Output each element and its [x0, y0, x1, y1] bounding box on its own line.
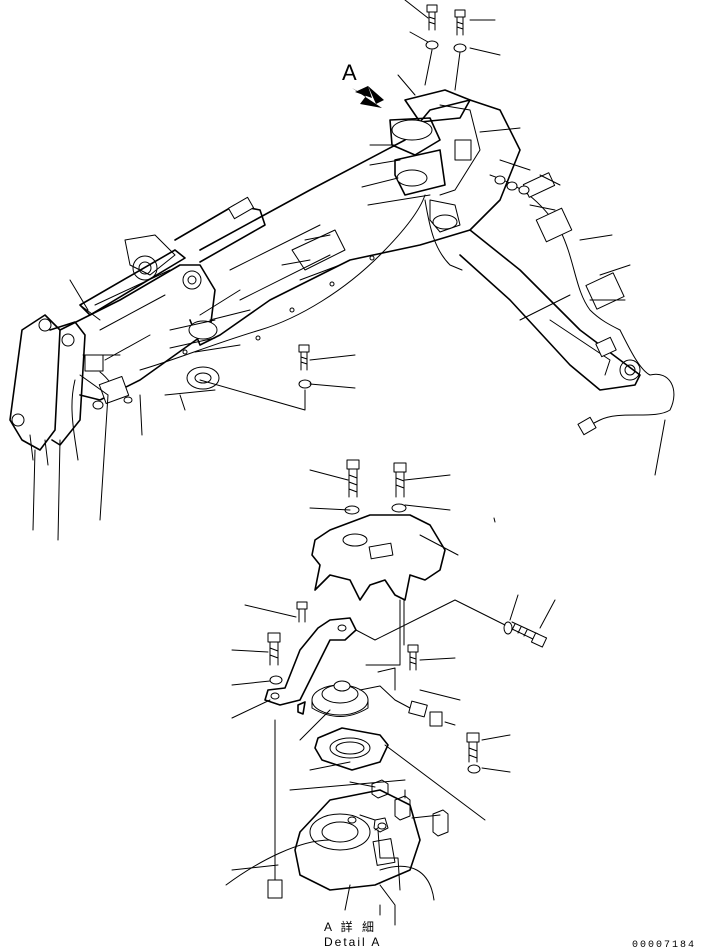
boom-bracket-lower [267, 789, 421, 899]
leader-lines-lower [231, 469, 556, 916]
boom-foot-boss [164, 319, 220, 396]
boom [189, 99, 641, 391]
horn-connector [408, 700, 443, 727]
arm-brackets [84, 354, 133, 410]
arm-cylinder [79, 196, 266, 316]
boom-arm-assembly: A [9, 0, 675, 541]
leader-lines-upper [32, 0, 666, 541]
horn-bracket [264, 617, 357, 706]
boom-section-bottom [225, 839, 435, 926]
view-arrow: A [342, 60, 384, 108]
detail-caption-jp: A 詳 細 [324, 919, 377, 934]
arm-tip-links [9, 314, 86, 466]
detail-caption: A 詳 細 Detail A [324, 919, 381, 949]
detail-top-bolts [344, 459, 407, 515]
view-label: A [342, 60, 357, 85]
wiring-harness [71, 172, 675, 461]
horn-cover [311, 514, 446, 601]
right-fasteners [466, 732, 481, 774]
drawing-number: 00007184 [632, 940, 696, 949]
horizontal-bolt [503, 621, 548, 648]
detail-a-assembly [225, 459, 556, 926]
horn-body [311, 680, 411, 717]
detail-caption-en: Detail A [324, 935, 381, 949]
gasket-plate [314, 727, 389, 771]
boom-top-bracket [389, 89, 481, 233]
upper-fasteners [199, 4, 467, 411]
center-bolt [407, 644, 419, 671]
detail-side-fasteners [267, 601, 308, 715]
